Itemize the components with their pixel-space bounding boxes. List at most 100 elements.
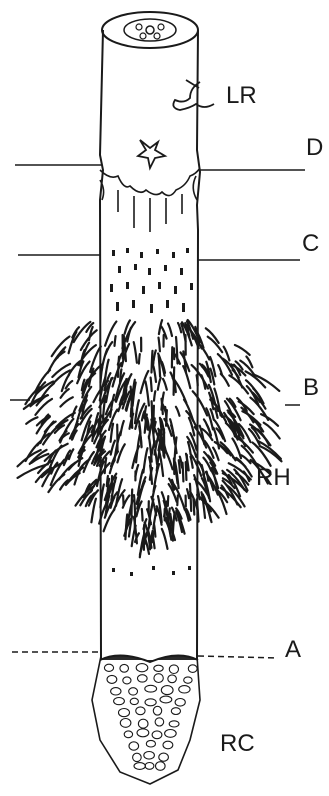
cap-cell: [133, 753, 142, 761]
cap-cell: [184, 677, 192, 683]
label-lateral-root: LR: [226, 84, 257, 108]
root-hair: [173, 514, 175, 533]
cap-cell: [137, 729, 149, 737]
root-hairs: [18, 320, 282, 557]
root-hair: [162, 399, 163, 414]
root-hair: [168, 324, 172, 337]
cap-cell: [136, 707, 145, 715]
root-hair: [134, 342, 137, 363]
root-hair: [165, 407, 166, 421]
cap-cell: [156, 762, 166, 771]
root-hair: [153, 357, 154, 366]
cap-cell: [136, 664, 148, 672]
label-root-cap: RC: [220, 732, 255, 756]
root-hair: [179, 460, 180, 473]
root-hair: [26, 417, 37, 424]
root-hair: [197, 375, 198, 385]
cap-cell: [163, 741, 173, 749]
root-hair: [115, 336, 116, 346]
root-hair: [159, 338, 160, 352]
cap-cell: [119, 709, 130, 717]
root-hair: [66, 381, 73, 388]
root-hair: [168, 496, 169, 506]
root-hair: [151, 378, 152, 391]
root-hair: [162, 438, 163, 456]
cap-cell: [138, 719, 148, 728]
torn-cortex: [100, 168, 200, 232]
cap-cell: [155, 718, 164, 726]
cap-cell: [160, 696, 172, 703]
root-hair: [72, 407, 76, 418]
root-hair: [163, 379, 167, 390]
root-hair: [101, 368, 103, 383]
root-hair: [120, 369, 121, 382]
label-zone-d: D: [306, 136, 323, 160]
cap-cell: [152, 731, 162, 739]
root-hair: [145, 381, 149, 405]
cap-cell: [138, 675, 148, 682]
root-hair: [187, 489, 189, 498]
cap-cell: [188, 665, 197, 673]
zone-line-c: [18, 255, 300, 260]
cap-cell: [130, 698, 138, 704]
cap-cell: [144, 752, 155, 760]
cap-cell: [134, 763, 145, 770]
root-hair: [111, 441, 115, 455]
zone-line-d: [15, 165, 305, 170]
root-hair: [139, 354, 140, 364]
cap-cell: [145, 763, 154, 770]
root-hair: [91, 499, 96, 523]
cap-cell: [171, 708, 180, 715]
cap-cell: [107, 675, 117, 683]
root-hair: [125, 515, 127, 540]
root-hair: [221, 374, 229, 386]
cap-cell: [153, 706, 161, 715]
cap-cell: [120, 719, 131, 728]
cap-cell: [169, 721, 179, 727]
root-hair: [152, 401, 153, 418]
cap-cell: [161, 686, 173, 695]
lower-dots: [112, 566, 191, 576]
lateral-root: [138, 80, 214, 168]
cap-cell: [159, 753, 169, 761]
cap-cell: [145, 685, 157, 692]
root-hair: [190, 484, 191, 511]
cap-cell: [124, 731, 132, 738]
root-hair: [151, 499, 153, 510]
root-hair: [154, 391, 155, 401]
root-hair: [253, 375, 279, 391]
root-hair: [142, 509, 143, 521]
cap-cell: [129, 688, 138, 695]
root-hair: [232, 439, 241, 459]
root-hair: [143, 448, 147, 472]
label-zone-b: B: [303, 376, 319, 400]
root-hair: [158, 378, 161, 390]
root-hair: [155, 450, 157, 464]
root-hair: [110, 395, 114, 417]
root-hair: [134, 495, 135, 514]
cap-cell: [146, 740, 155, 747]
label-zone-a: A: [285, 638, 301, 662]
label-zone-c: C: [302, 232, 319, 256]
cap-cell: [120, 664, 129, 672]
root-cap-cells: [104, 664, 197, 771]
root-hair: [131, 403, 132, 417]
cap-cell: [165, 730, 177, 738]
root-hair: [242, 455, 251, 463]
root-hair: [176, 407, 180, 416]
root-hair: [154, 525, 155, 537]
root-hair: [60, 397, 72, 406]
cap-cell: [179, 686, 190, 693]
root-hair: [153, 366, 156, 382]
root-hair: [127, 374, 131, 384]
root-hair: [177, 495, 178, 505]
cap-cell: [123, 677, 131, 684]
label-root-hairs: RH: [256, 466, 291, 490]
root-hair: [261, 414, 278, 426]
zone-lines: [10, 165, 305, 658]
root-hair: [224, 347, 230, 361]
hair-initials: [110, 248, 193, 313]
cap-cell: [129, 742, 139, 750]
root-hair: [123, 495, 124, 505]
